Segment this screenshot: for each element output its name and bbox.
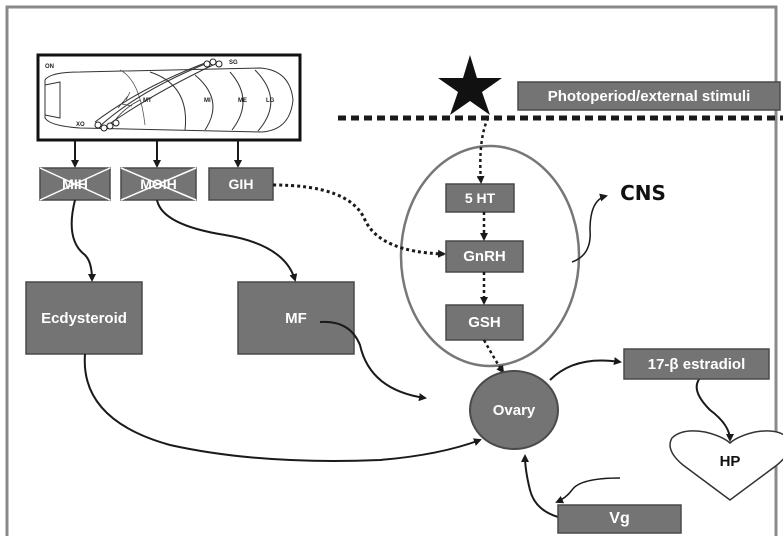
eyestalk-label-mt: MT	[143, 98, 152, 104]
serotonin-label: 5 HT	[464, 190, 496, 206]
mih-box	[39, 167, 111, 201]
estradiol-box	[623, 348, 770, 380]
cns-label: CNS	[620, 181, 666, 205]
vg-label: Vg	[609, 510, 630, 527]
ovary-ellipse	[469, 370, 559, 450]
moih-box	[120, 167, 197, 201]
cns-ellipse	[399, 144, 581, 368]
outer-frame	[5, 5, 778, 536]
stimulus-box	[517, 81, 781, 111]
gnrh-label: GnRH	[463, 248, 506, 265]
gsh-box	[445, 304, 524, 341]
eyestalk-label-on: ON	[45, 64, 54, 70]
eyestalk-label-mi: MI	[204, 98, 211, 104]
eyestalk-label-xo: XO	[76, 122, 85, 128]
serotonin-box	[445, 183, 515, 213]
mf-box	[237, 281, 355, 355]
hp-heart	[669, 430, 783, 501]
gsh-label: GSH	[468, 314, 501, 331]
eyestalk-label-lg: LG	[266, 98, 275, 104]
eyestalk-label-me: ME	[238, 98, 247, 104]
moih-label: MOIH	[140, 176, 177, 192]
gih-label: GIH	[228, 176, 254, 192]
stimulus-label: Photoperiod/external stimuli	[547, 87, 751, 105]
hp-label: HP	[719, 452, 741, 470]
ecdysteroid-label: Ecdysteroid	[41, 309, 127, 327]
vg-box	[557, 504, 682, 534]
star-shape	[438, 55, 502, 115]
ovary-label: Ovary	[492, 401, 536, 419]
eyestalk-label-sg: SG	[229, 60, 238, 66]
ecdysteroid-box	[25, 281, 143, 355]
mih-label: MIH	[62, 176, 88, 192]
mf-label: MF	[285, 309, 307, 327]
eyestalk-illustration	[36, 53, 302, 142]
estradiol-label: 17-β estradiol	[647, 355, 746, 373]
